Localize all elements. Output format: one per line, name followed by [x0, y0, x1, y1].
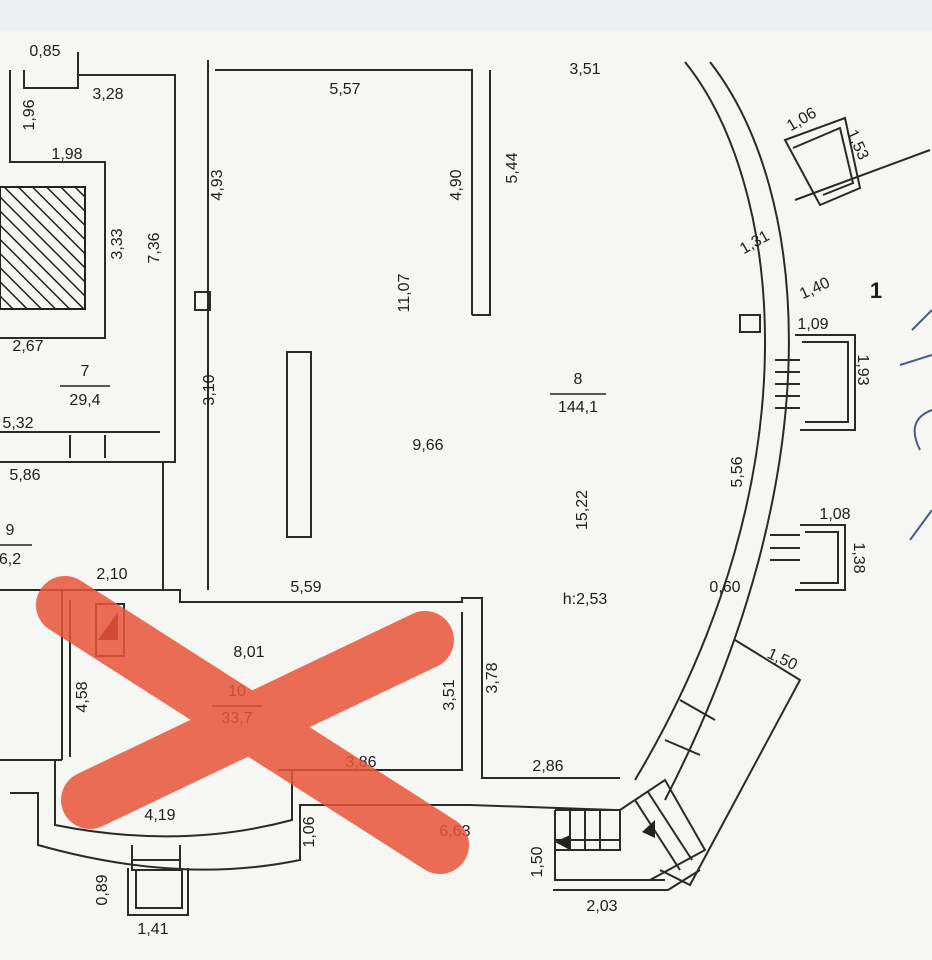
cross-stroke [61, 611, 454, 829]
dim-label: 4,90 [448, 169, 465, 200]
dim-label: 2,67 [12, 338, 43, 355]
dimension-labels: 0,85 3,28 1,96 1,98 3,33 7,36 4,93 5,57 … [2, 43, 871, 938]
dim-label: 11,07 [396, 273, 413, 312]
dim-label: 3,78 [484, 662, 501, 693]
dim-label: 3,33 [109, 228, 126, 259]
dim-label: 3,28 [92, 86, 123, 103]
room-7: 7 29,4 [60, 363, 110, 409]
room-number: 8 [574, 371, 583, 388]
room-9: 9 6,2 [0, 522, 32, 568]
dim-label: 5,59 [290, 579, 321, 596]
dim-label: 1,93 [854, 354, 871, 385]
section-number: 1 [870, 278, 882, 303]
walls [0, 52, 931, 916]
dim-label: 8,01 [233, 644, 264, 661]
red-cross-out-mark [36, 576, 469, 874]
dim-label: 1,96 [21, 99, 38, 130]
room-number: 9 [6, 522, 15, 539]
top-bar [0, 0, 932, 30]
dim-label: 5,86 [9, 467, 40, 484]
dim-label: 0,60 [709, 579, 740, 596]
room-8: 8 144,1 [550, 371, 606, 416]
dim-label: 7,36 [146, 232, 163, 263]
dim-label: 1,06 [301, 816, 318, 847]
dim-label: 1,98 [51, 146, 82, 163]
room-area: 29,4 [69, 392, 100, 409]
dim-label: 2,10 [96, 566, 127, 583]
dim-label: 4,19 [144, 807, 175, 824]
dim-label: 0,85 [29, 43, 60, 60]
dim-label: 9,66 [412, 437, 443, 454]
dim-label: 1,38 [850, 542, 867, 573]
room-area: 6,2 [0, 551, 21, 568]
dim-label: 1,41 [137, 921, 168, 938]
dim-label: 15,22 [574, 490, 591, 530]
dim-label: 1,50 [529, 846, 546, 877]
dim-label: 5,56 [729, 456, 746, 487]
dim-label: 4,58 [74, 681, 91, 712]
dim-label: 0,89 [94, 874, 111, 905]
dim-label: 2,86 [532, 758, 563, 775]
column [286, 351, 312, 538]
height-label: h:2,53 [563, 591, 608, 608]
paper [0, 30, 932, 960]
hatched-shaft [0, 186, 86, 310]
room-area: 144,1 [558, 399, 598, 416]
dim-label: 2,03 [586, 898, 617, 915]
dim-label: 1,09 [797, 316, 828, 333]
dim-label: 3,10 [201, 374, 218, 405]
handwritten-marks [899, 309, 932, 541]
dim-label: 3,51 [441, 679, 458, 710]
room-number: 7 [81, 363, 90, 380]
dim-label: 4,93 [209, 169, 226, 200]
dim-label: 5,32 [2, 415, 33, 432]
dim-label: 3,51 [569, 61, 600, 78]
dim-label: 5,44 [504, 152, 521, 183]
dim-label: 1,08 [819, 506, 850, 523]
dim-label: 5,57 [329, 81, 360, 98]
